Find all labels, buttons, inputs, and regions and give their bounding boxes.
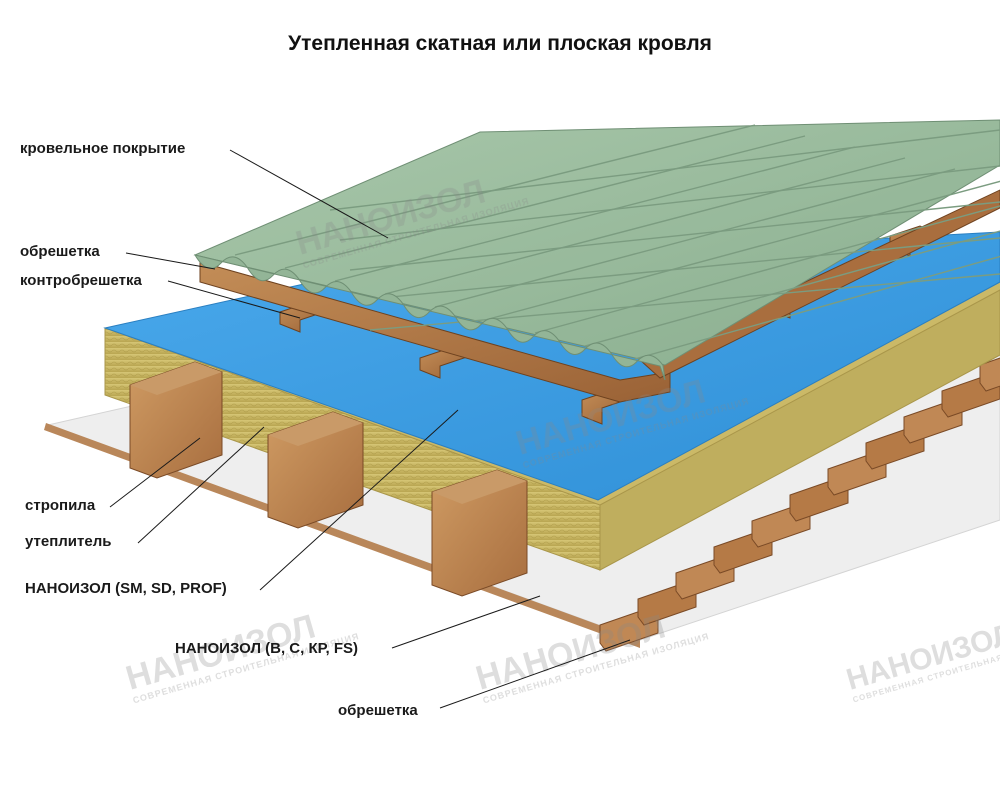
leader-lines — [109, 149, 631, 709]
roof-ridge-line — [634, 255, 1000, 360]
roof-ridge-line — [534, 205, 1000, 334]
leader-rafters — [109, 437, 201, 508]
leader-batten-top — [125, 252, 216, 270]
bottom-battens — [599, 357, 1000, 652]
roof-wavy-edge — [193, 254, 666, 381]
label-counter-batten: контробрешетка — [20, 272, 142, 289]
bottom-batten — [979, 357, 1000, 392]
roof-ridge-line — [484, 180, 1000, 321]
leader-counter-batten — [167, 280, 301, 319]
label-membrane-bottom: НАНОИЗОЛ (B, C, КР, FS) — [175, 640, 359, 657]
insulation-side-face — [599, 289, 1000, 571]
label-membrane-top: НАНОИЗОЛ (SM, SD, PROF) — [25, 580, 227, 597]
roof-step-line — [359, 237, 1000, 301]
roof-ridge-line — [284, 135, 806, 269]
label-rafters: стропила — [25, 497, 96, 514]
label-batten-bottom: обрешетка — [338, 702, 418, 719]
top-batten-long — [199, 261, 671, 403]
roof-step-line — [349, 201, 1000, 271]
roof-ridge-line — [334, 146, 856, 282]
roof-step-line — [369, 273, 1000, 331]
top-batten-long-2 — [639, 189, 1000, 379]
leader-roof-covering — [229, 149, 389, 239]
roof-covering-sheet — [193, 119, 1000, 366]
sheet-edge-board — [44, 423, 640, 648]
rafter-2-top — [268, 412, 363, 446]
roof-step-line — [329, 129, 1000, 211]
leader-membrane-top — [259, 409, 459, 591]
label-roof-covering: кровельное покрытие — [20, 140, 186, 157]
label-insulation: утеплитель — [25, 533, 112, 550]
roof-tile-ridges — [234, 124, 1000, 360]
roof-ridge-line — [384, 157, 906, 295]
roof-ridge-line — [584, 230, 1000, 347]
leader-batten-bottom — [439, 639, 631, 709]
rafters — [129, 361, 528, 597]
label-batten-top: обрешетка — [20, 243, 100, 260]
leader-insulation — [137, 426, 265, 544]
roof-step-line — [339, 165, 1000, 241]
leader-membrane-bottom — [391, 595, 541, 649]
rafter-3-top — [432, 470, 527, 504]
diagram-title: Утепленная скатная или плоская кровля — [288, 32, 712, 55]
rafter-1-top — [130, 362, 222, 395]
